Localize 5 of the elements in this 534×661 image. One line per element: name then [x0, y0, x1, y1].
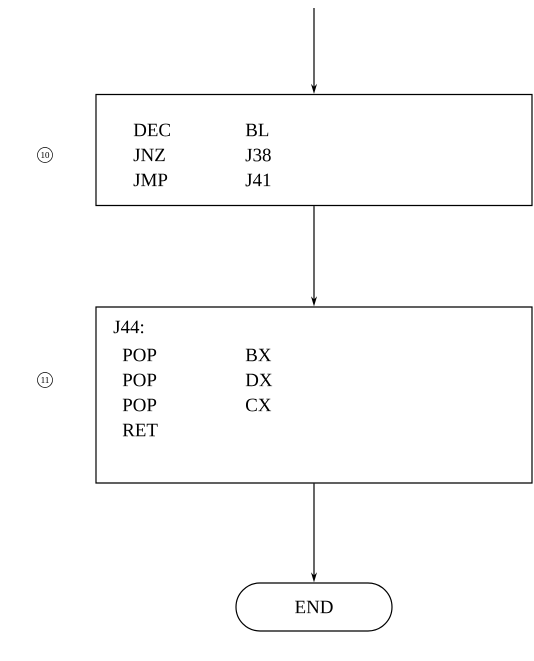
terminal-box: END	[235, 582, 393, 632]
step-number: 11	[37, 372, 53, 388]
process-box: J44: POP BX POP DX POP CX RET	[95, 306, 533, 484]
process-box: DEC BL JNZ J38 JMP J41	[95, 94, 533, 206]
step-number: 10	[37, 147, 53, 163]
